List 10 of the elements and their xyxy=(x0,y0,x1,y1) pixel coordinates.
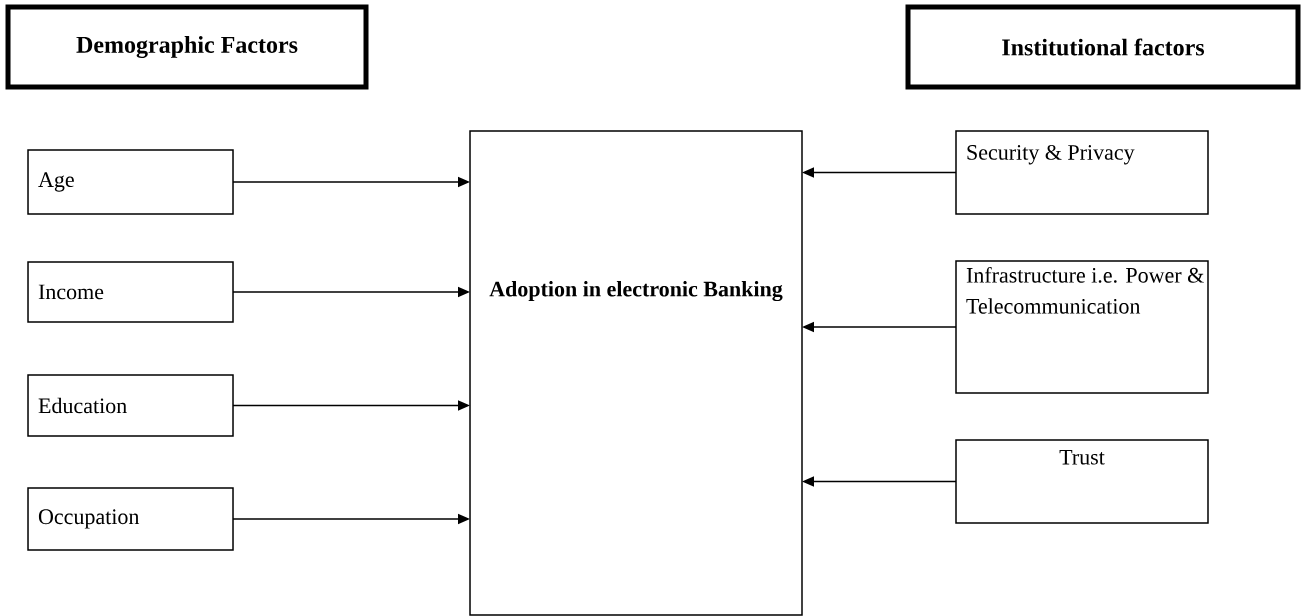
outcome-box: Adoption in electronic Banking xyxy=(469,130,803,616)
heading-box: Demographic Factors xyxy=(5,4,369,90)
factor-box: Infrastructure i.e. Power & Telecommunication xyxy=(955,260,1209,394)
factor-box: Income xyxy=(27,261,234,323)
heading-box: Institutional factors xyxy=(905,4,1301,90)
factor-box: Age xyxy=(27,149,234,215)
factor-box: Trust xyxy=(955,439,1209,524)
factor-box: Security & Privacy xyxy=(955,130,1209,215)
factor-box: Occupation xyxy=(27,487,234,551)
factor-box: Education xyxy=(27,374,234,437)
